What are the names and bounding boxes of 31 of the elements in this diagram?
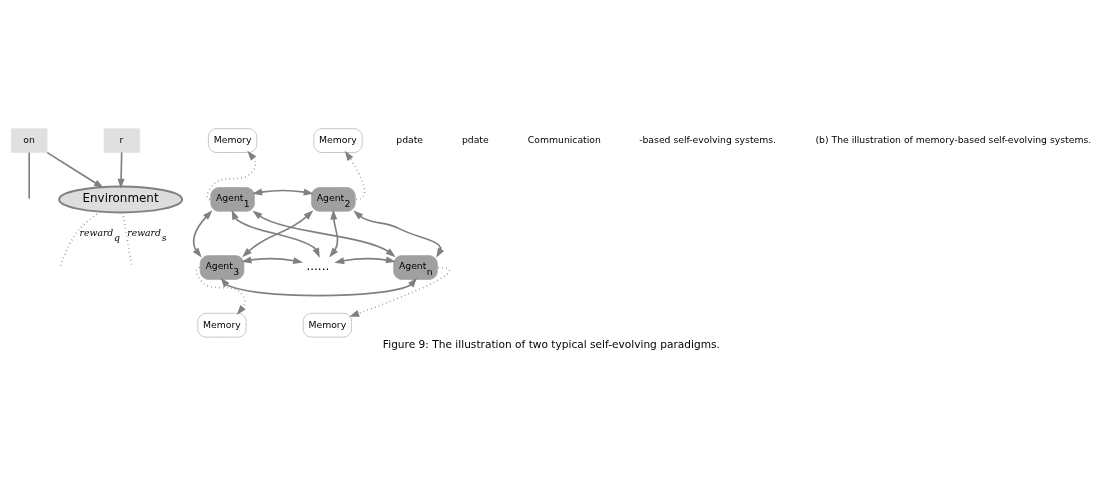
node-ellipse: Environment [58,184,184,213]
label: (b) The illustration of memory-based self-evolving systems. [815,133,1092,145]
arrow [192,209,213,258]
node-box: Memory [302,312,352,337]
arrow [231,209,320,258]
node-box: Memory [197,312,247,337]
arrow [242,209,314,257]
connector [28,151,30,199]
label: pdate [461,133,489,145]
label: pdate [396,133,424,145]
arrow [241,256,304,264]
arrow [353,209,445,258]
node-text: ...... [306,258,330,273]
arrow [220,277,418,296]
arrow [334,256,396,264]
arrow [252,209,396,257]
arrow [117,151,125,189]
arrow [329,209,339,258]
node-box: Memory [208,127,258,153]
arrow [344,150,366,200]
node-box: Memory [313,127,363,153]
label: -based self-evolving systems. [639,133,777,145]
arrow [46,151,104,188]
arrow [252,188,314,195]
arrow [349,266,450,317]
connector [59,210,101,268]
label: Communication [527,133,601,145]
arrow [206,150,257,200]
node-box: on [10,127,48,153]
node-box: r [103,127,141,153]
caption: Figure 9: The illustration of two typical self-evolving paradigms. [382,337,720,350]
